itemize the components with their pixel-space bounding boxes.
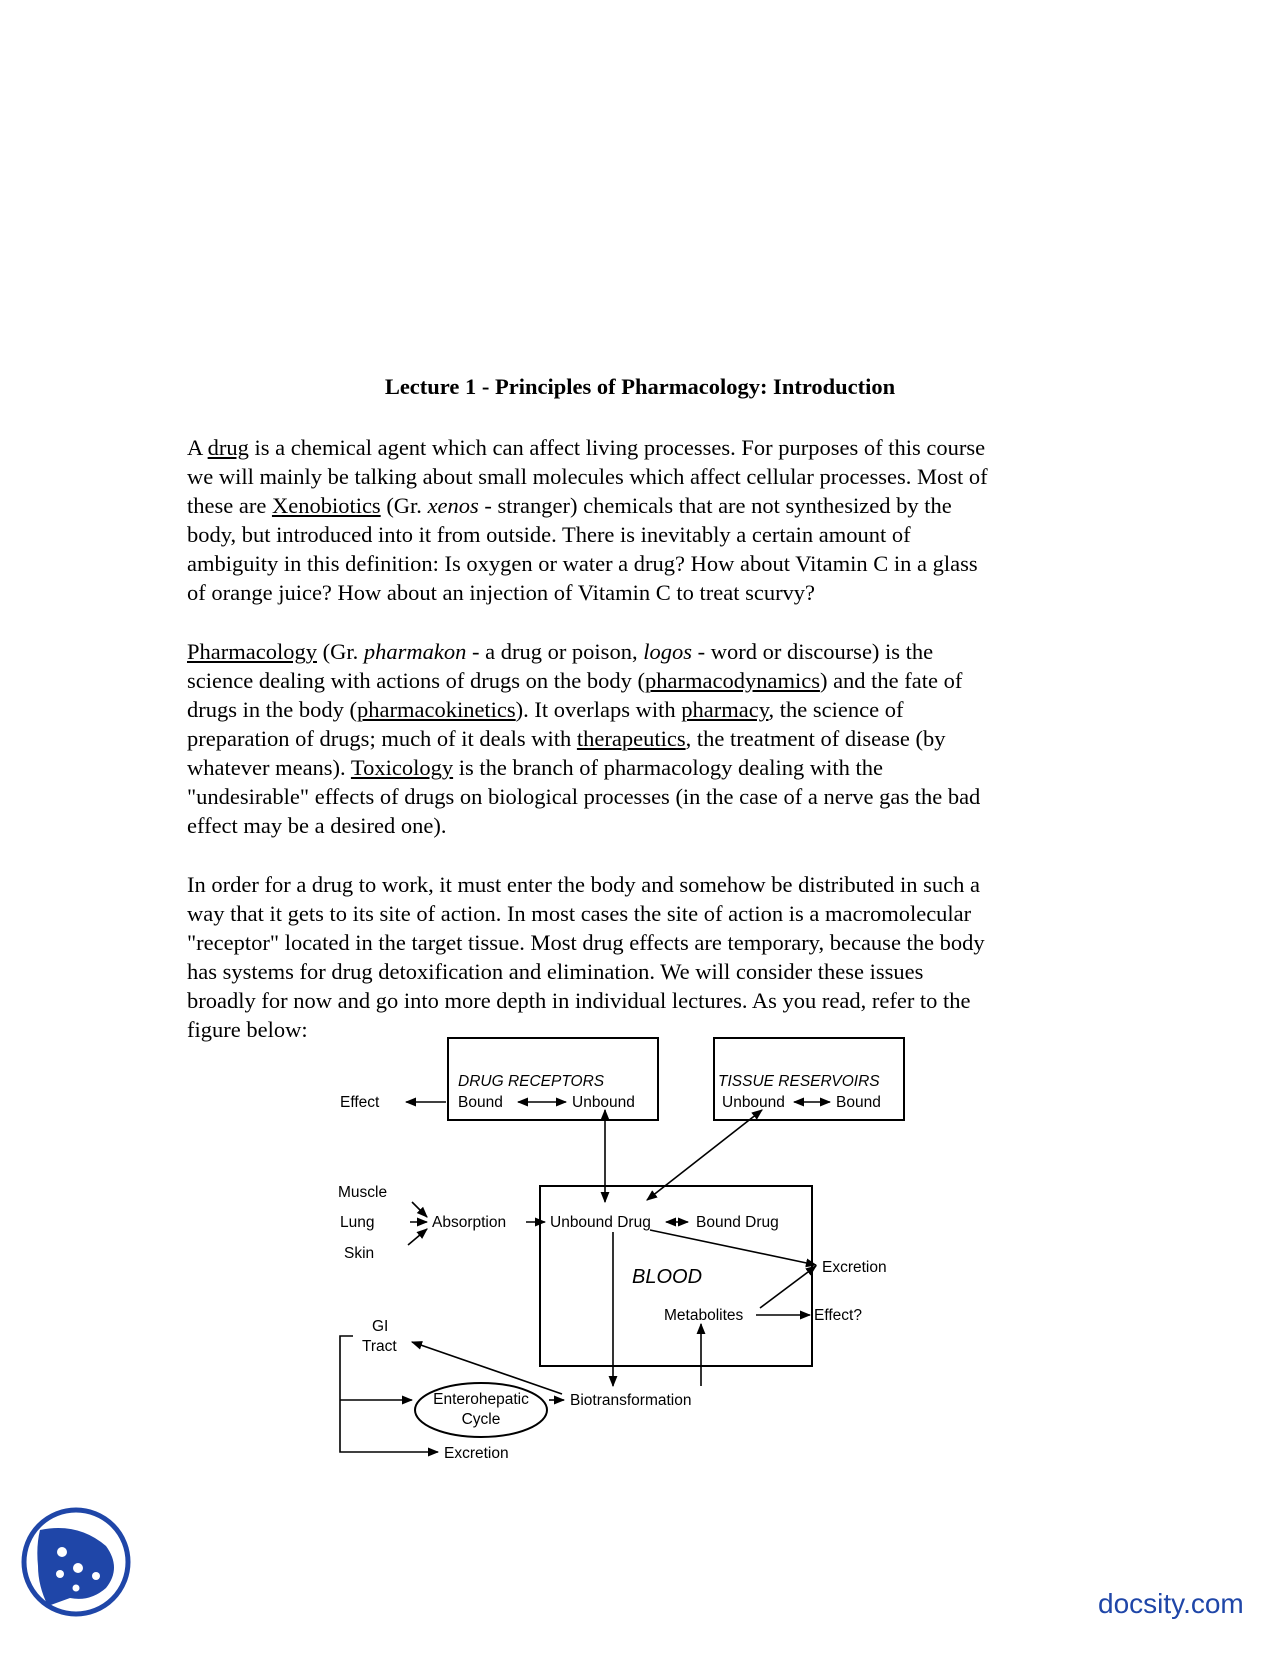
text-segment: ) and the fate of xyxy=(819,668,963,693)
text-line: In order for a drug to work, it must ent… xyxy=(187,870,1187,899)
italic-term: pharmakon xyxy=(363,639,467,664)
text-line: of orange juice? How about an injection … xyxy=(187,578,1187,607)
italic-term: logos xyxy=(643,639,692,664)
text-line: effect may be a desired one). xyxy=(187,811,1187,840)
underlined-term: therapeutics xyxy=(576,726,686,751)
text-segment: In order for a drug to work, it must ent… xyxy=(187,872,980,897)
enterohepatic-label: Enterohepatic xyxy=(433,1391,529,1408)
text-segment: way that it gets to its site of action. … xyxy=(187,901,972,926)
text-segment: (Gr. xyxy=(316,639,364,664)
italic-term: xenos xyxy=(427,493,479,518)
metabolites-label: Metabolites xyxy=(664,1307,744,1324)
page-title: Lecture 1 - Principles of Pharmacology: … xyxy=(384,374,896,399)
receptor-bound-label: Bound xyxy=(458,1094,503,1111)
text-segment: these are xyxy=(187,493,272,518)
text-segment: body, but introduced into it from outsid… xyxy=(187,522,911,547)
text-line: "receptor" located in the target tissue.… xyxy=(187,928,1187,957)
skin-label: Skin xyxy=(344,1245,374,1262)
text-line: whatever means). Toxicology is the branc… xyxy=(187,753,1187,782)
text-segment: science dealing with actions of drugs on… xyxy=(187,668,646,693)
text-segment: has systems for drug detoxification and … xyxy=(187,959,924,984)
text-line: "undesirable" effects of drugs on biolog… xyxy=(187,782,1187,811)
text-line: ambiguity in this definition: Is oxygen … xyxy=(187,549,1187,578)
underlined-term: Xenobiotics xyxy=(271,493,381,518)
paragraph-drug-distribution: In order for a drug to work, it must ent… xyxy=(187,870,1187,1044)
text-line: Pharmacology (Gr. pharmakon - a drug or … xyxy=(187,637,1187,666)
text-line: we will mainly be talking about small mo… xyxy=(187,462,1187,491)
effect-question-label: Effect? xyxy=(814,1307,862,1324)
drug-receptors-title: DRUG RECEPTORS xyxy=(458,1073,605,1090)
text-segment: ambiguity in this definition: Is oxygen … xyxy=(187,551,978,576)
reservoir-bound-label: Bound xyxy=(836,1094,881,1111)
reservoir-unbound-label: Unbound xyxy=(722,1094,785,1111)
text-segment: whatever means). xyxy=(187,755,351,780)
text-line: broadly for now and go into more depth i… xyxy=(187,986,1187,1015)
tissue-reservoirs-title: TISSUE RESERVOIRS xyxy=(718,1073,880,1090)
text-segment: broadly for now and go into more depth i… xyxy=(187,988,971,1013)
receptor-unbound-label: Unbound xyxy=(572,1094,635,1111)
absorption-label: Absorption xyxy=(432,1214,506,1231)
text-line: A drug is a chemical agent which can aff… xyxy=(187,433,1187,462)
excretion-right-label: Excretion xyxy=(822,1259,887,1276)
underlined-term: Pharmacology xyxy=(187,639,317,664)
text-line: body, but introduced into it from outsid… xyxy=(187,520,1187,549)
muscle-label: Muscle xyxy=(338,1184,387,1201)
text-segment: "undesirable" effects of drugs on biolog… xyxy=(187,784,981,809)
text-line: figure below: xyxy=(187,1015,1187,1044)
biotransformation-label: Biotransformation xyxy=(570,1392,691,1409)
text-line: drugs in the body (pharmacokinetics). It… xyxy=(187,695,1187,724)
text-segment: is the branch of pharmacology dealing wi… xyxy=(453,755,883,780)
text-segment: - word or discourse) is the xyxy=(691,639,934,664)
excretion-bottom-label: Excretion xyxy=(444,1445,509,1462)
text-line: science dealing with actions of drugs on… xyxy=(187,666,1187,695)
lung-label: Lung xyxy=(340,1214,374,1231)
paragraph-drug-definition: A drug is a chemical agent which can aff… xyxy=(187,433,1187,607)
text-line: these are Xenobiotics (Gr. xenos - stran… xyxy=(187,491,1187,520)
text-segment: , the treatment of disease (by xyxy=(685,726,946,751)
text-segment: ). It overlaps with xyxy=(515,697,682,722)
text-segment: preparation of drugs; much of it deals w… xyxy=(187,726,577,751)
underlined-term: drug xyxy=(207,435,249,460)
text-segment: effect may be a desired one). xyxy=(187,813,447,838)
underlined-term: pharmacy xyxy=(681,697,769,722)
effect-label: Effect xyxy=(340,1094,380,1111)
text-segment: "receptor" located in the target tissue.… xyxy=(187,930,985,955)
enterohepatic-ellipse xyxy=(414,1382,548,1438)
text-segment: drugs in the body ( xyxy=(187,697,357,722)
blood-label: BLOOD xyxy=(632,1266,702,1288)
text-segment: of orange juice? How about an injection … xyxy=(187,580,816,605)
underlined-term: pharmacokinetics xyxy=(356,697,516,722)
bound-drug-label: Bound Drug xyxy=(696,1214,779,1231)
text-segment: A xyxy=(187,435,208,460)
text-segment: is a chemical agent which can affect liv… xyxy=(248,435,986,460)
text-segment: figure below: xyxy=(187,1017,308,1042)
text-segment: - a drug or poison, xyxy=(466,639,644,664)
tissue-reservoirs-box xyxy=(713,1037,905,1121)
pharmacology-flow-diagram: DRUG RECEPTORS TISSUE RESERVOIRS Effect … xyxy=(338,1037,905,1462)
docsity-logo-icon xyxy=(21,1507,131,1617)
text-segment: , the science of xyxy=(768,697,904,722)
underlined-term: pharmacodynamics xyxy=(645,668,820,693)
cycle-label: Cycle xyxy=(462,1411,501,1428)
unbound-drug-label: Unbound Drug xyxy=(550,1214,651,1231)
underlined-term: Toxicology xyxy=(350,755,454,780)
text-line: way that it gets to its site of action. … xyxy=(187,899,1187,928)
tract-label: Tract xyxy=(362,1338,397,1355)
text-segment: - stranger) chemicals that are not synth… xyxy=(478,493,952,518)
gi-label: GI xyxy=(372,1318,388,1335)
text-line: preparation of drugs; much of it deals w… xyxy=(187,724,1187,753)
text-line: has systems for drug detoxification and … xyxy=(187,957,1187,986)
docsity-brand-link[interactable]: docsity.com xyxy=(1098,1588,1244,1619)
paragraph-pharmacology: Pharmacology (Gr. pharmakon - a drug or … xyxy=(187,637,1187,840)
drug-receptors-box xyxy=(447,1037,659,1121)
text-segment: (Gr. xyxy=(380,493,428,518)
text-segment: we will mainly be talking about small mo… xyxy=(187,464,988,489)
